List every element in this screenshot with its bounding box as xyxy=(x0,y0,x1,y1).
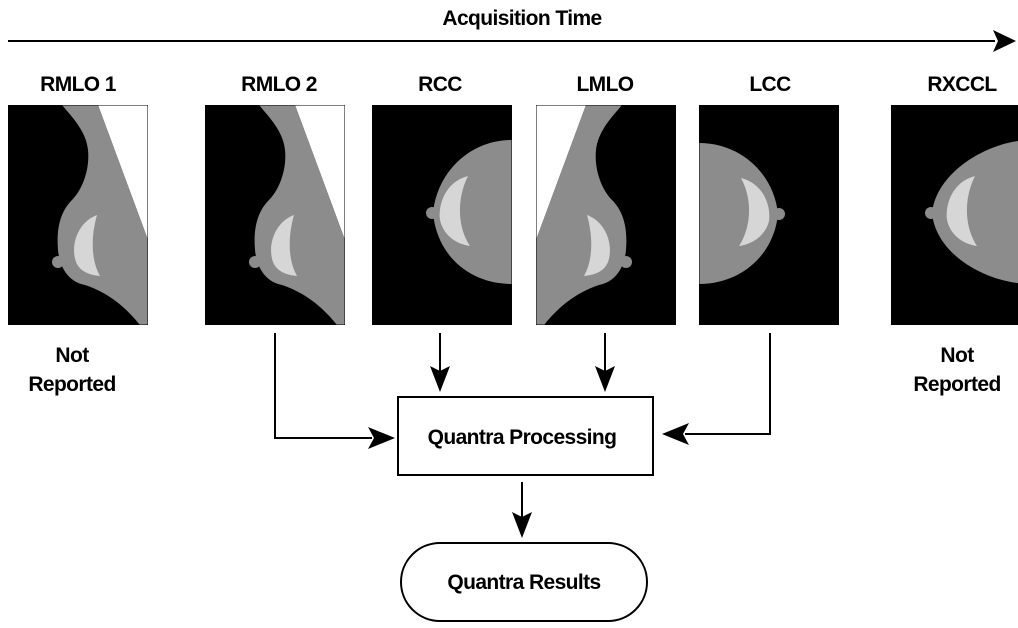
view-label-lmlo: LMLO xyxy=(576,73,633,96)
not-reported-left-line1: Not xyxy=(55,344,89,367)
quantra-processing-box xyxy=(397,396,654,476)
connector-processing-to-results xyxy=(512,482,532,538)
connector-rmlo2-to-processing xyxy=(274,333,395,449)
view-label-lcc: LCC xyxy=(749,73,791,96)
mammogram-rmlo1-thumbnail xyxy=(8,105,148,325)
view-label-rcc: RCC xyxy=(418,73,462,96)
timeline-label: Acquisition Time xyxy=(442,7,601,30)
quantra-results-label: Quantra Results xyxy=(447,571,600,594)
connector-rcc-to-processing xyxy=(430,333,450,392)
view-label-rmlo2: RMLO 2 xyxy=(241,73,317,96)
quantra-processing-label: Quantra Processing xyxy=(428,426,617,449)
not-reported-left-line2: Reported xyxy=(28,373,115,396)
quantra-results-terminal xyxy=(400,542,648,622)
timeline-arrowhead xyxy=(993,30,1016,52)
mammogram-rcc-thumbnail xyxy=(372,105,512,325)
view-label-rxccl: RXCCL xyxy=(927,73,997,96)
view-label-rmlo1: RMLO 1 xyxy=(40,73,117,96)
connector-lcc-to-processing xyxy=(662,333,771,445)
mammogram-lcc-thumbnail xyxy=(699,105,839,325)
not-reported-right-line2: Reported xyxy=(913,373,1000,396)
mammogram-lmlo-thumbnail xyxy=(536,105,676,325)
not-reported-right-line1: Not xyxy=(940,344,974,367)
connector-lmlo-to-processing xyxy=(595,333,615,392)
mammogram-rmlo2-thumbnail xyxy=(205,105,345,325)
mammogram-rxccl-thumbnail xyxy=(891,105,1018,325)
